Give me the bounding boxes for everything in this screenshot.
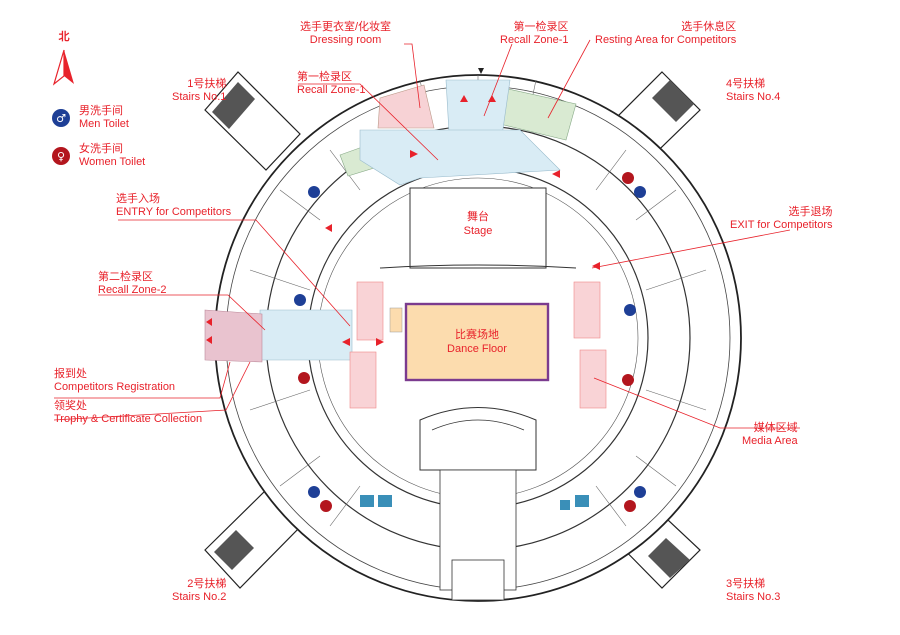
- label-stairs-3: 3号扶梯 Stairs No.3: [726, 578, 781, 603]
- women-toilet-icon: ♀: [52, 147, 70, 165]
- media-zone-sw: [349, 351, 377, 409]
- south-structure: [360, 407, 589, 601]
- legend-men-zh: 男洗手间: [79, 105, 123, 117]
- north-arrow-icon: [52, 49, 74, 86]
- men-toilet-icon: ♂: [52, 109, 70, 127]
- north-label: 北: [58, 31, 70, 43]
- recall-zone-2-area: [259, 309, 353, 361]
- label-dressing-room: 选手更衣室/化妆室 Dressing room: [300, 21, 392, 46]
- dressing-room-zone: [377, 84, 435, 129]
- label-stairs-1: 1号扶梯 Stairs No.1: [172, 78, 227, 103]
- label-stairs-2: 2号扶梯 Stairs No.2: [172, 578, 227, 603]
- label-media-area: 媒体区域 Media Area: [742, 422, 798, 447]
- media-zone-se: [579, 349, 607, 409]
- legend-women-zh: 女洗手间: [79, 143, 123, 155]
- leader-lines: [53, 39, 800, 429]
- flow-arrows: [206, 68, 600, 346]
- label-resting-area: 选手休息区 Resting Area for Competitors: [595, 21, 737, 46]
- label-entry: 选手入场 ENTRY for Competitors: [116, 193, 232, 218]
- recall-zone-2-zone: [204, 309, 263, 363]
- media-zone-nw: [356, 281, 384, 341]
- label-stage: 舞台 Stage: [463, 211, 493, 237]
- legend-women-toilet: ♀ 女洗手间 Women Toilet: [52, 142, 145, 170]
- label-trophy: 领奖处 Trophy & Certificate Collection: [54, 400, 203, 425]
- north-indicator: 北: [50, 28, 78, 86]
- stairs-1-block: [204, 71, 301, 171]
- label-exit: 选手退场 EXIT for Competitors: [730, 206, 833, 231]
- recall-zone-1-left: [359, 129, 561, 186]
- label-dance-floor: 比赛场地 Dance Floor: [447, 329, 507, 355]
- label-recall-zone-1-left: 第一检录区 Recall Zone-1: [297, 71, 366, 96]
- label-registration: 报到处 Competitors Registration: [54, 368, 176, 393]
- legend-men-toilet: ♂ 男洗手间 Men Toilet: [52, 104, 129, 132]
- media-zone-ne: [573, 281, 601, 339]
- dance-floor-zone: [404, 302, 550, 382]
- legend-women-en: Women Toilet: [79, 156, 146, 168]
- label-recall-zone-2: 第二检录区 Recall Zone-2: [98, 271, 167, 296]
- toilet-markers: [294, 172, 646, 512]
- label-recall-zone-1-top: 第一检录区 Recall Zone-1: [500, 21, 569, 46]
- label-stairs-4: 4号扶梯 Stairs No.4: [726, 78, 781, 103]
- legend-men-en: Men Toilet: [79, 118, 129, 130]
- stage-area: [379, 187, 577, 269]
